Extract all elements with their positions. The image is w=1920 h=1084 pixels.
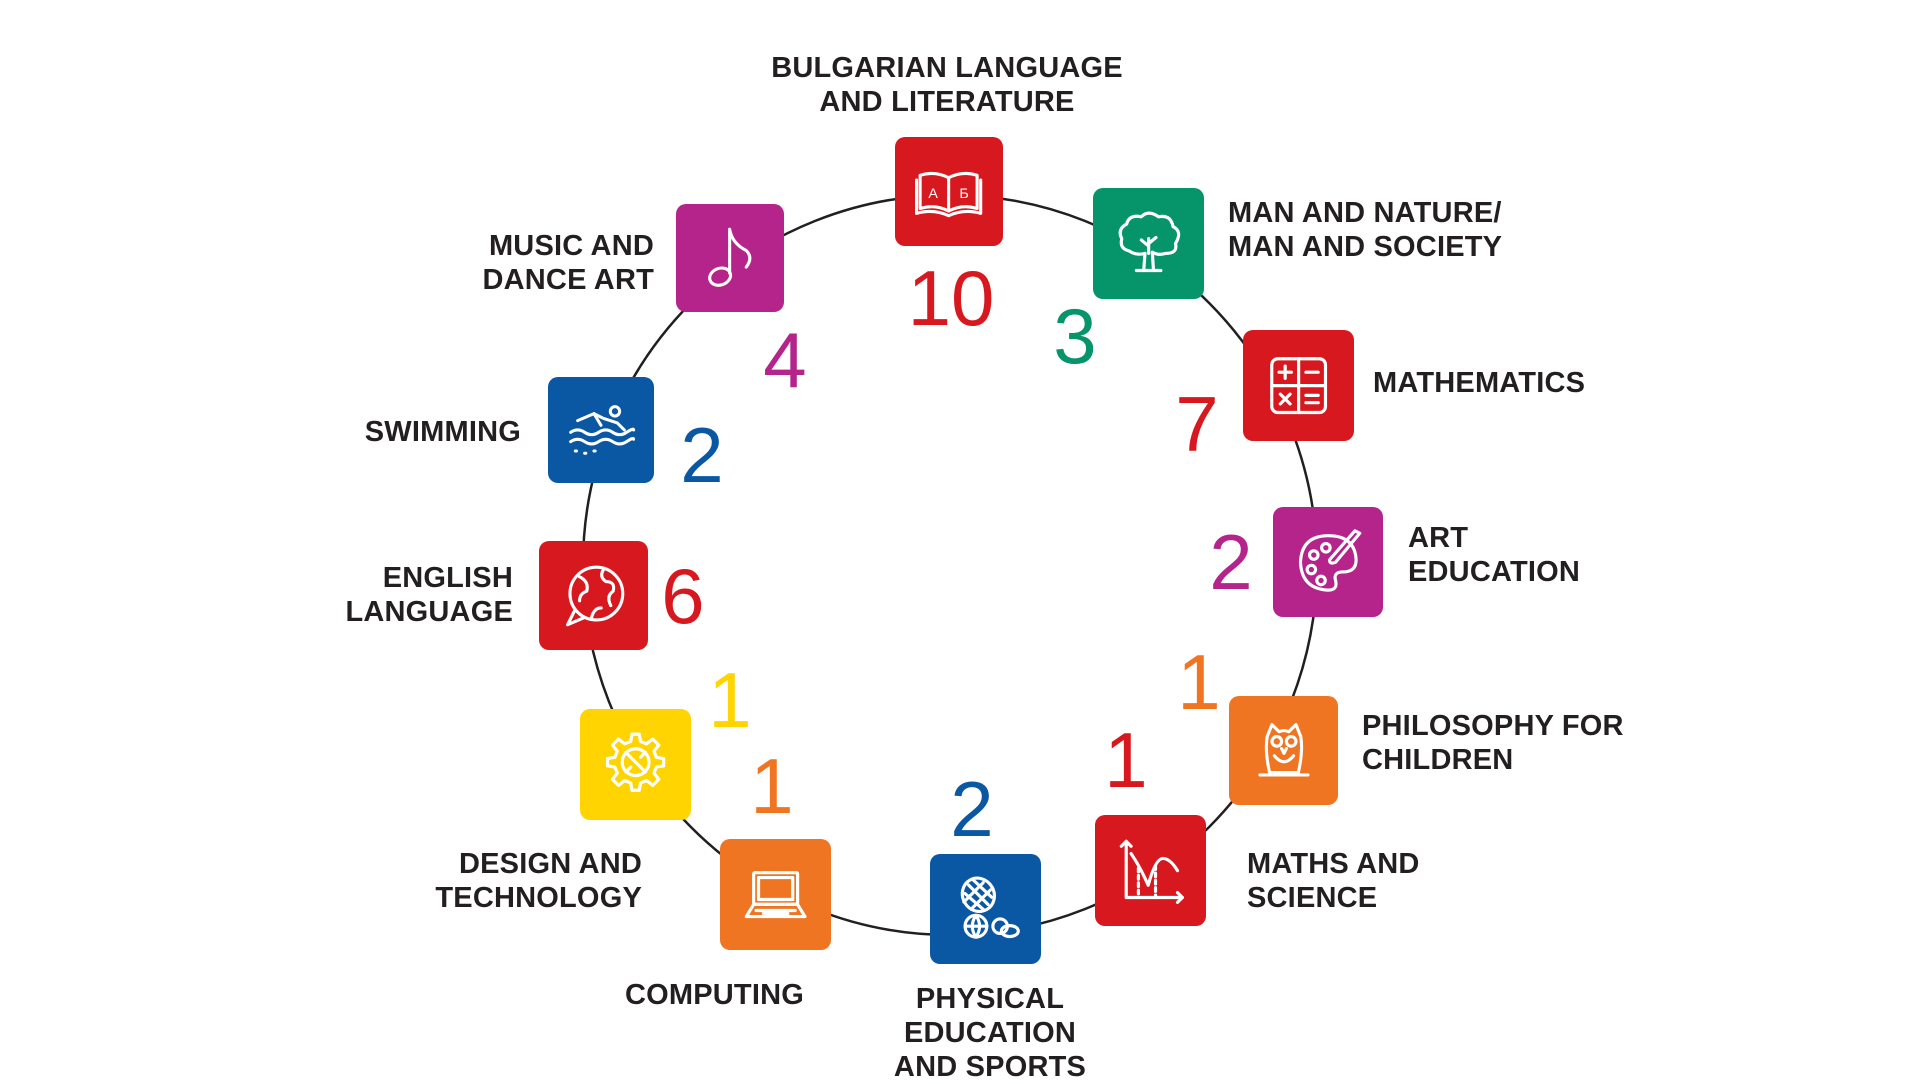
subject-tile-man-nature xyxy=(1093,188,1204,299)
subject-count-pe: 2 xyxy=(950,765,994,853)
subject-label-line: TECHNOLOGY xyxy=(435,882,642,914)
subject-label-swimming: SWIMMING xyxy=(365,415,521,449)
subject-tile-design xyxy=(580,709,691,820)
subject-count-music: 4 xyxy=(763,316,807,404)
book-letter-right: Б xyxy=(960,185,969,201)
subject-tile-maths-science xyxy=(1095,815,1206,926)
subject-tile-computing xyxy=(720,839,831,950)
subject-label-line: PHILOSOPHY FOR xyxy=(1362,710,1624,742)
subject-count-bulgarian: 10 xyxy=(907,254,995,342)
subject-label-line: EDUCATION xyxy=(1408,556,1581,588)
subject-label-computing: COMPUTING xyxy=(625,978,804,1012)
open-book-icon: А Б xyxy=(895,137,1003,246)
subject-tile-pe xyxy=(930,854,1041,964)
calculator-icon xyxy=(1243,330,1354,441)
subject-label-mathematics: MATHEMATICS xyxy=(1373,366,1585,400)
subject-label-line: LANGUAGE xyxy=(345,596,513,628)
sports-balls-icon xyxy=(930,854,1041,964)
subject-label-line: MUSIC AND xyxy=(488,230,654,262)
subject-tile-mathematics xyxy=(1243,330,1354,441)
subject-label-line: CHILDREN xyxy=(1362,744,1514,776)
subject-label-line: EDUCATION xyxy=(903,1017,1077,1049)
subject-label-line: MATHS AND xyxy=(1247,848,1420,880)
subject-label-line: SWIMMING xyxy=(364,416,521,448)
subject-count-swimming: 2 xyxy=(680,411,724,499)
subject-label-line: MAN AND NATURE/ xyxy=(1228,197,1502,229)
subject-label-line: ART xyxy=(1408,522,1469,554)
subject-label-line: MATHEMATICS xyxy=(1373,367,1586,399)
gear-wrench-icon xyxy=(580,709,691,820)
subject-count-art: 2 xyxy=(1209,518,1253,606)
subject-count-design: 1 xyxy=(708,656,752,744)
palette-icon xyxy=(1273,507,1383,617)
music-note-icon xyxy=(676,204,784,312)
owl-icon xyxy=(1229,696,1338,805)
subject-label-man-nature: MAN AND NATURE/MAN AND SOCIETY xyxy=(1228,196,1502,264)
subject-label-line: COMPUTING xyxy=(624,979,804,1011)
subject-label-line: SCIENCE xyxy=(1247,882,1378,914)
subject-tile-swimming xyxy=(548,377,654,483)
laptop-icon xyxy=(720,839,831,950)
subject-label-line: ENGLISH xyxy=(382,562,513,594)
book-letter-left: А xyxy=(929,185,939,201)
tree-icon xyxy=(1093,188,1204,299)
subject-tile-music xyxy=(676,204,784,312)
subject-label-line: AND SPORTS xyxy=(893,1051,1087,1083)
subject-label-line: AND LITERATURE xyxy=(819,86,1075,118)
subject-count-man-nature: 3 xyxy=(1053,292,1097,380)
swimmer-icon xyxy=(548,377,654,483)
subject-tile-english xyxy=(539,541,648,650)
subject-count-computing: 1 xyxy=(750,742,794,830)
subject-tile-philosophy xyxy=(1229,696,1338,805)
subject-tile-art xyxy=(1273,507,1383,617)
subject-count-mathematics: 7 xyxy=(1175,380,1219,468)
subject-count-maths-science: 1 xyxy=(1104,716,1148,804)
subject-label-line: BULGARIAN LANGUAGE xyxy=(771,52,1123,84)
graph-icon xyxy=(1095,815,1206,926)
subject-count-philosophy: 1 xyxy=(1177,638,1221,726)
subject-tile-bulgarian: А Б xyxy=(895,137,1003,246)
subject-label-line: MAN AND SOCIETY xyxy=(1228,231,1503,263)
subject-label-line: DESIGN AND xyxy=(459,848,642,880)
subject-count-english: 6 xyxy=(661,552,705,640)
subject-label-line: DANCE ART xyxy=(482,264,654,296)
subject-label-line: PHYSICAL xyxy=(915,983,1065,1015)
globe-speech-icon xyxy=(539,541,648,650)
